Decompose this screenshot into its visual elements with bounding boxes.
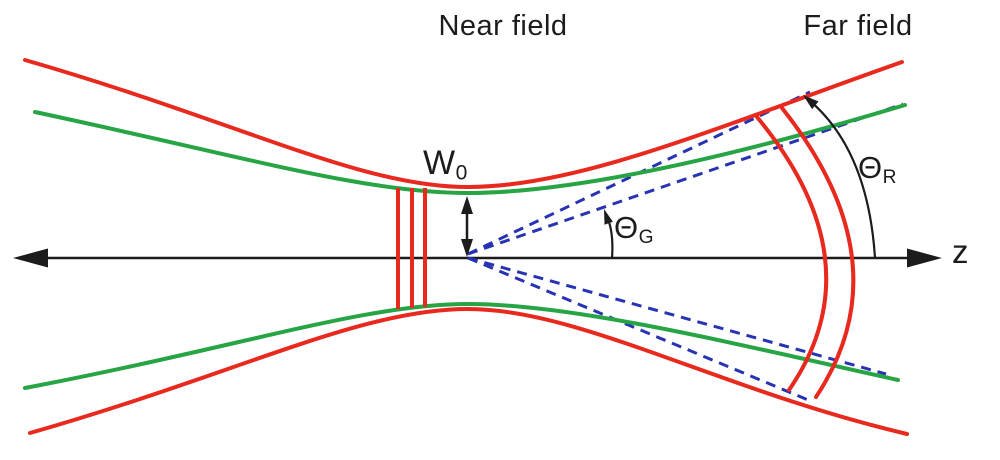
waist-label: W0: [423, 146, 467, 183]
waist-label-subscript: 0: [455, 161, 468, 185]
waist-arrow-top-head: [461, 196, 473, 214]
curved-wavefront-arc: [755, 115, 829, 392]
waist-label-base: W: [423, 144, 456, 182]
near-field-label: Near field: [438, 10, 568, 42]
theta-r-label: ΘR: [858, 152, 897, 187]
gaussian-asymptote-upper: [467, 102, 904, 256]
z-axis-left-arrowhead: [13, 248, 48, 268]
far-field-label: Far field: [803, 10, 913, 42]
waist-arrow-bottom-head: [461, 239, 473, 257]
real-envelope-upper: [23, 58, 904, 190]
gaussian-envelope-upper: [33, 103, 907, 196]
theta-r-angle-arc: [808, 99, 877, 259]
gaussian-envelope-lower: [23, 301, 900, 390]
theta-g-arrowhead: [604, 209, 613, 225]
theta-g-label-subscript: G: [638, 226, 654, 248]
theta-g-label: ΘG: [614, 212, 654, 247]
theta-r-label-base: Θ: [858, 150, 883, 185]
theta-r-label-subscript: R: [882, 166, 897, 188]
theta-r-arrowhead: [803, 95, 819, 110]
curved-wavefront-arc: [780, 106, 856, 399]
real-envelope-lower: [28, 306, 909, 436]
z-axis-right-arrowhead: [907, 248, 942, 268]
real-beam-asymptote-lower: [467, 256, 814, 404]
planar-wavefronts-group: [396, 188, 427, 309]
gaussian-asymptote-lower: [467, 256, 887, 376]
z-axis-label: z: [952, 233, 969, 270]
theta-g-label-base: Θ: [614, 210, 639, 245]
